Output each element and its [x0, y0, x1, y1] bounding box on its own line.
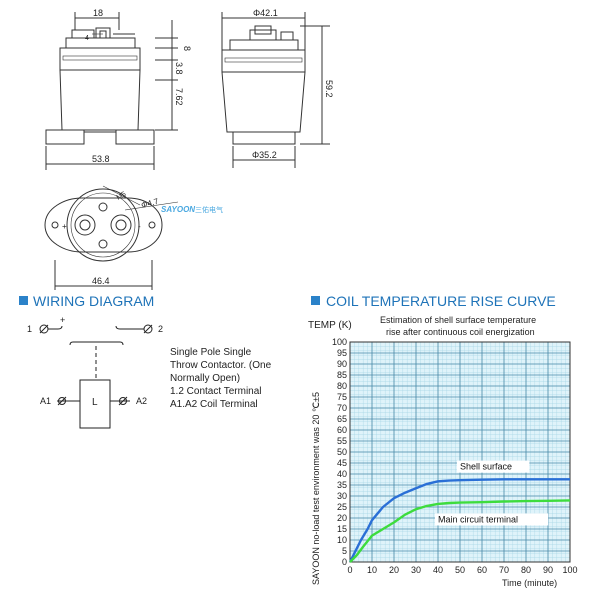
y-tick-label: 50 [337, 447, 347, 457]
y-tick-label: 60 [337, 425, 347, 435]
dim-hole-m5: M5 [116, 191, 128, 202]
y-tick-label: 25 [337, 502, 347, 512]
y-tick-label: 15 [337, 524, 347, 534]
dim-top-diameter: Φ42.1 [253, 8, 278, 18]
y-tick-label: 80 [337, 381, 347, 391]
mechanical-drawings: 18 4 53.8 8 3.8 7.62 Φ42.1 Φ35.2 59.2 46… [44, 8, 334, 290]
dim-body-width: 53.8 [92, 154, 110, 164]
y-tick-label: 65 [337, 414, 347, 424]
x-tick-label: 80 [521, 565, 531, 575]
series-line [348, 478, 570, 563]
brand-latin: SAYOON [161, 205, 195, 214]
coil-a2-label: A2 [136, 396, 147, 406]
x-tick-label: 40 [433, 565, 443, 575]
wiring-schematic: 1 + 2 L A1 A2 [27, 315, 163, 429]
y-tick-label: 10 [337, 535, 347, 545]
wiring-desc-line: Throw Contactor. (One [170, 360, 272, 371]
terminal-2-label: 2 [158, 324, 163, 334]
terminal-1-label: 1 [27, 324, 32, 334]
curve-title: COIL TEMPERATURE RISE CURVE [326, 293, 556, 309]
wiring-section-icon [19, 296, 28, 305]
y-tick-label: 85 [337, 370, 347, 380]
y-tick-label: 40 [337, 469, 347, 479]
dim-top-width: 18 [93, 8, 103, 18]
coil-label: L [92, 397, 98, 408]
x-tick-label: 100 [562, 565, 577, 575]
terminal-plus-label: + [60, 315, 65, 325]
x-tick-label: 70 [499, 565, 509, 575]
x-tick-label: 60 [477, 565, 487, 575]
wiring-desc-line: Normally Open) [170, 373, 241, 384]
y-tick-label: 100 [332, 337, 347, 347]
dim-height-b: 7.62 [174, 88, 184, 106]
dim-mount-pitch: 46.4 [92, 276, 110, 286]
y-tick-label: 95 [337, 348, 347, 358]
y-tick-label: 45 [337, 458, 347, 468]
dim-pin-pitch: 4 [85, 35, 89, 42]
series-label: Main circuit terminal [438, 514, 518, 524]
y-tick-label: 90 [337, 359, 347, 369]
brand-cn: 三佑电气 [195, 205, 223, 214]
dim-height-a: 3.8 [174, 62, 184, 75]
y-tick-label: 35 [337, 480, 347, 490]
plot-frame [349, 341, 571, 563]
chart-xlabel: Time (minute) [502, 578, 557, 588]
wiring-title: WIRING DIAGRAM [33, 293, 155, 309]
y-tick-label: 55 [337, 436, 347, 446]
dim-base-diameter: Φ35.2 [252, 150, 277, 160]
dim-total-height: 59.2 [324, 80, 334, 98]
chart-vertical-note: SAYOON no-load test environment was 20 ℃… [311, 392, 321, 585]
y-tick-label: 30 [337, 491, 347, 501]
wiring-desc-line: 1.2 Contact Terminal [170, 386, 262, 397]
x-tick-label: 30 [411, 565, 421, 575]
chart-subtitle-line1: Estimation of shell surface temperature [380, 315, 536, 325]
y-tick-label: 70 [337, 403, 347, 413]
wiring-desc-line: Single Pole Single [170, 347, 252, 358]
x-tick-label: 20 [389, 565, 399, 575]
y-tick-label: 0 [342, 557, 347, 567]
series-line [349, 499, 571, 563]
dim-hole-d: Φ4.7 [140, 197, 160, 210]
y-tick-label: 5 [342, 546, 347, 556]
x-tick-label: 10 [367, 565, 377, 575]
side-view [221, 12, 330, 168]
curve-section-icon [311, 296, 320, 305]
y-tick-label: 20 [337, 513, 347, 523]
y-tick-label: 75 [337, 392, 347, 402]
terminal-plus-mark: + [62, 222, 67, 231]
wiring-description: Single Pole Single Throw Contactor. (One… [170, 346, 271, 411]
bottom-view [44, 185, 179, 290]
wiring-desc-line: A1.A2 Coil Terminal [170, 399, 258, 410]
front-view [45, 12, 178, 170]
x-tick-label: 0 [347, 565, 352, 575]
chart-subtitle-line2: rise after continuous coil energization [386, 327, 535, 337]
dim-top-height: 8 [182, 46, 192, 51]
series-label-bg [435, 513, 549, 526]
series-label-bg [457, 460, 530, 473]
coil-a1-label: A1 [40, 396, 51, 406]
chart-ylabel: TEMP (K) [308, 320, 352, 331]
x-tick-label: 50 [455, 565, 465, 575]
series-label: Shell surface [460, 462, 512, 472]
x-tick-label: 90 [543, 565, 553, 575]
terminal-minus-mark: - [138, 222, 141, 231]
